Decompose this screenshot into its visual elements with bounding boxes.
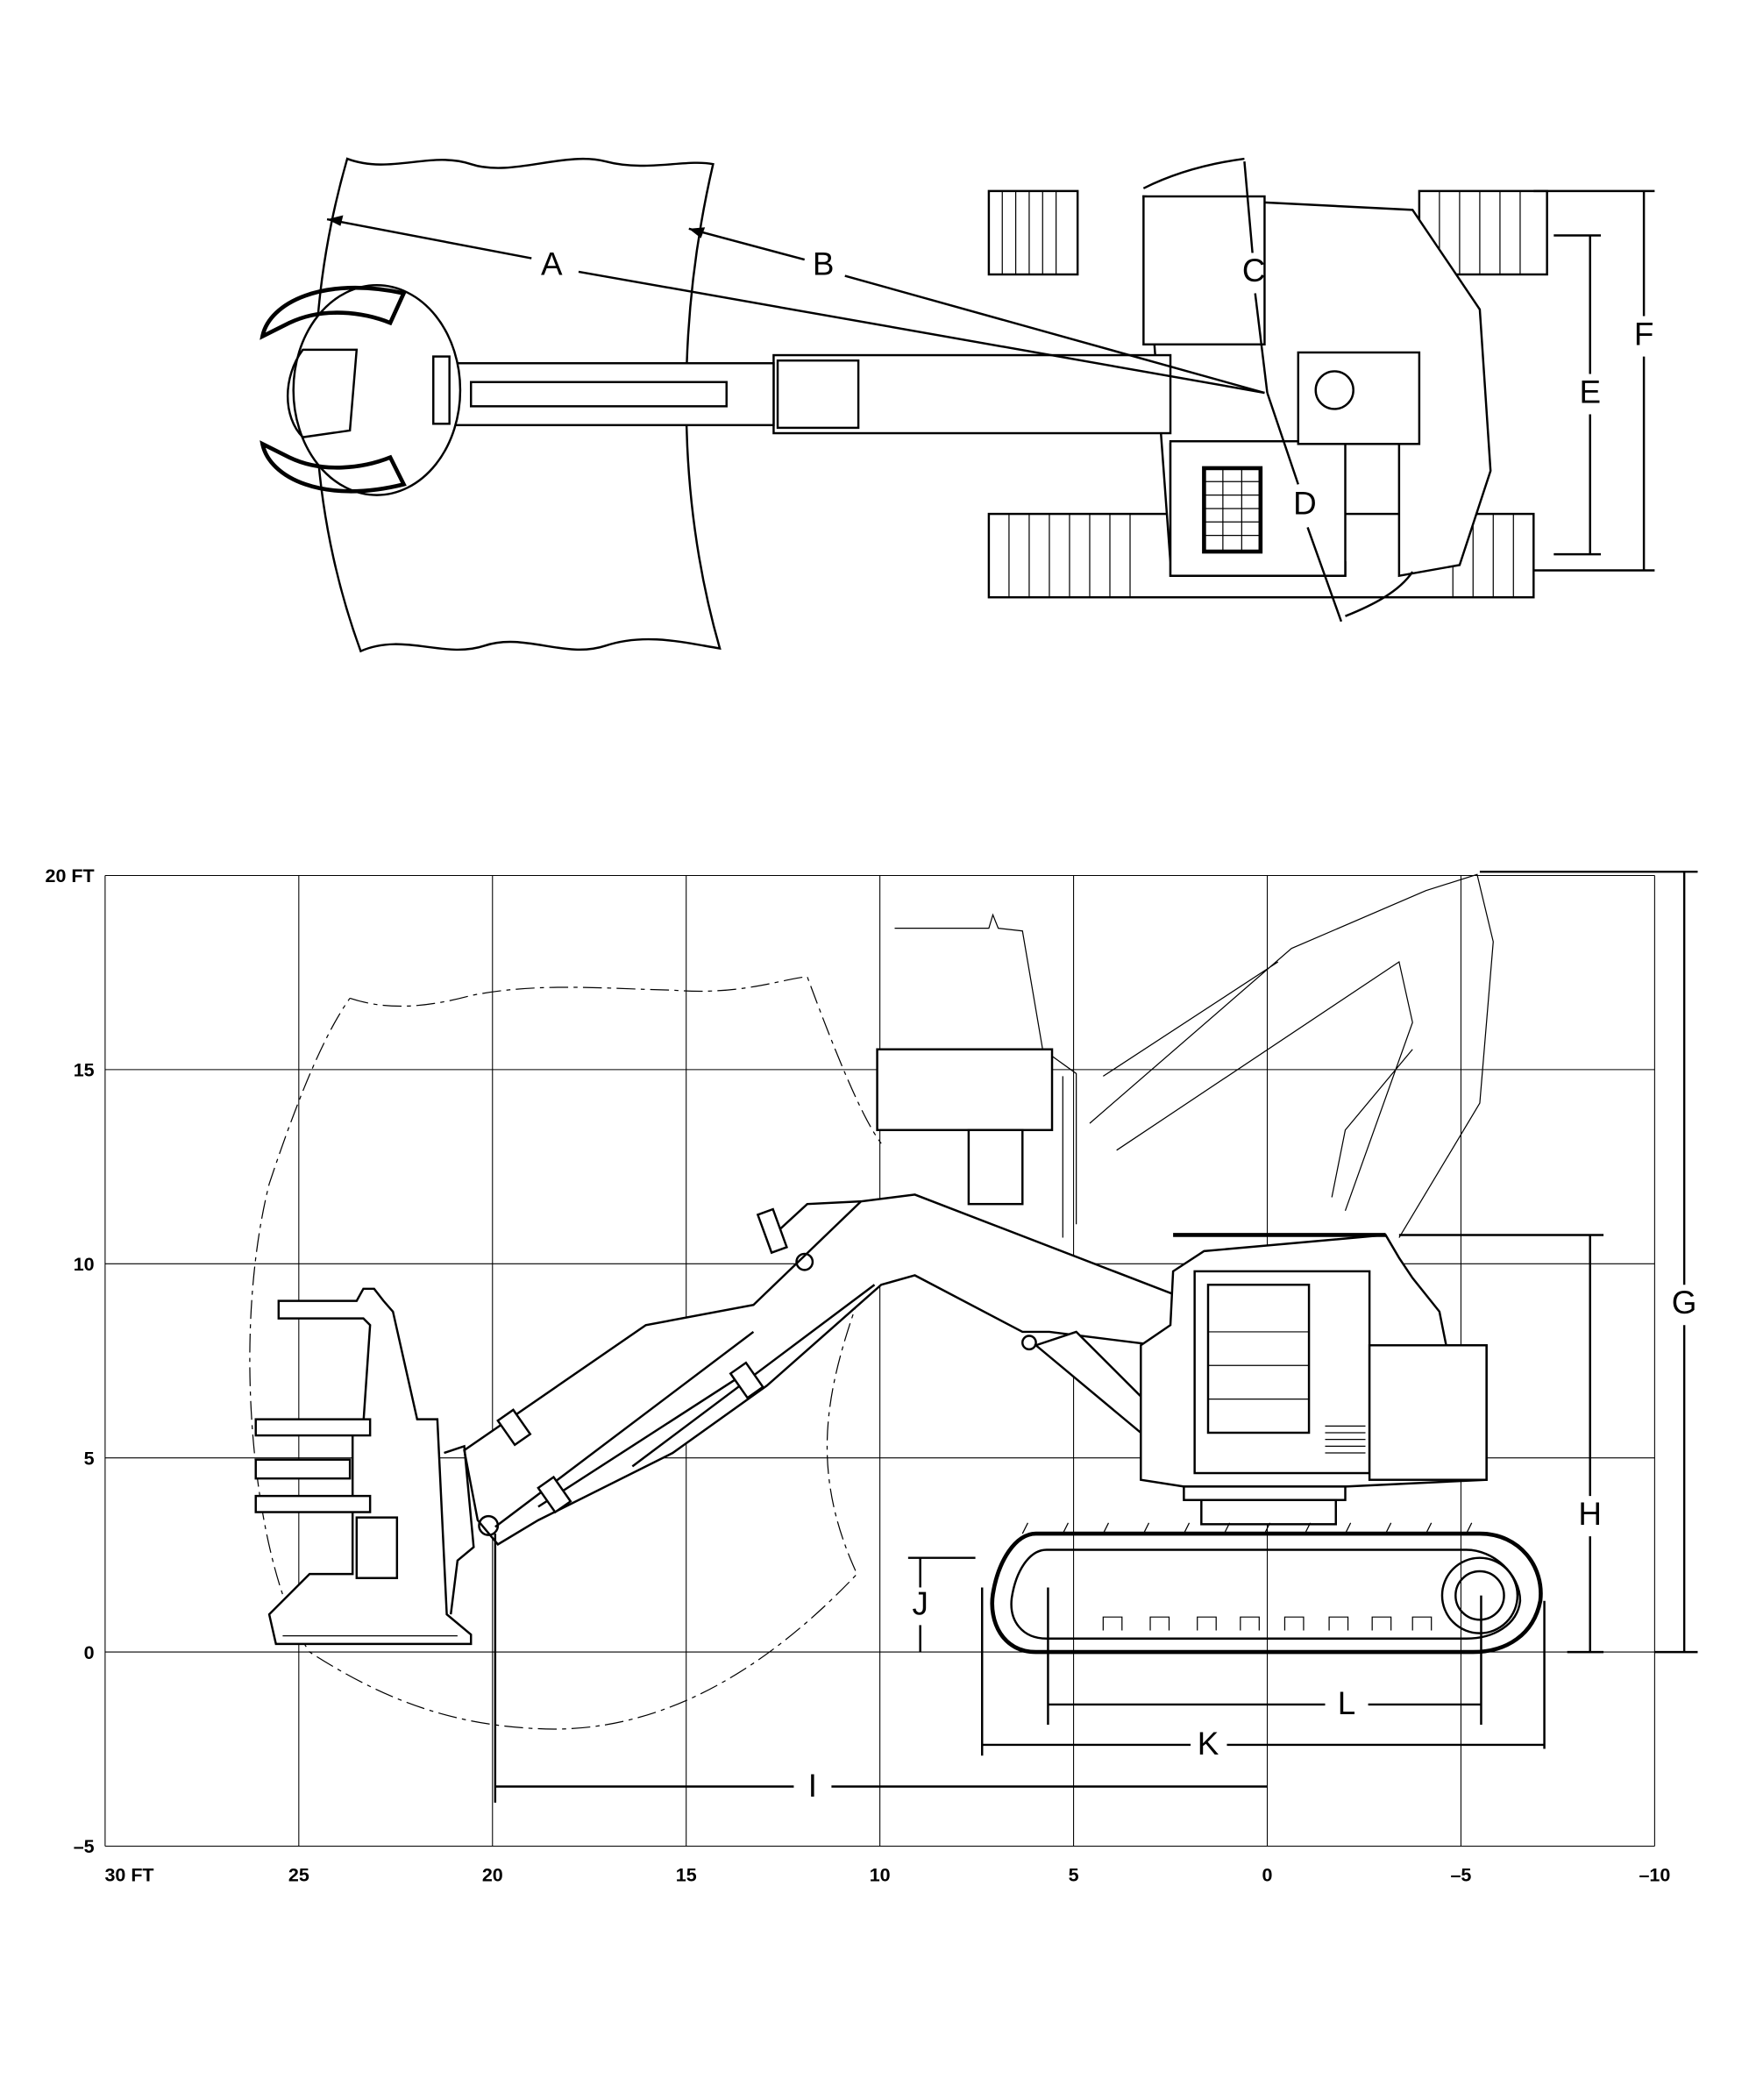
- axis-ticks: 30 FT 25 20 15 10 5 0 –5 –10 20 FT 15 10 5 0 –5: [46, 865, 1671, 1885]
- side-upper-structure: [1140, 1233, 1488, 1526]
- y-tick-label: 15: [74, 1060, 95, 1081]
- y-tick-label: 5: [84, 1448, 95, 1469]
- top-cab: [1142, 195, 1266, 346]
- y-tick-label: 0: [84, 1642, 95, 1663]
- raised-boom-ghost: [876, 873, 1494, 1238]
- dimension-H: H: [1398, 1234, 1604, 1654]
- x-tick-label: 20: [482, 1864, 503, 1885]
- y-tick-label: 10: [74, 1254, 95, 1275]
- dimension-label-A: A: [541, 246, 563, 282]
- side-track: [990, 1522, 1543, 1655]
- x-tick-label: 5: [1069, 1864, 1079, 1885]
- dimension-J: J: [907, 1556, 976, 1653]
- side-reach-envelope: [249, 976, 882, 1730]
- x-tick-label: –10: [1639, 1864, 1670, 1885]
- dimension-label-J: J: [912, 1586, 928, 1622]
- dimension-K: K: [981, 1587, 1546, 1762]
- y-tick-label: –5: [74, 1836, 95, 1857]
- dimension-F: F: [1533, 189, 1655, 572]
- x-tick-label: –5: [1450, 1864, 1471, 1885]
- top-felling-head: [260, 284, 462, 496]
- dimension-label-K: K: [1198, 1726, 1219, 1762]
- dimension-label-I: I: [808, 1768, 817, 1804]
- x-tick-label: 15: [676, 1864, 697, 1885]
- x-tick-label: 10: [870, 1864, 891, 1885]
- side-felling-head: [254, 1287, 475, 1646]
- dimension-label-L: L: [1338, 1685, 1355, 1721]
- top-turntable: [1297, 351, 1421, 445]
- dimension-G: G: [1479, 870, 1698, 1654]
- side-boom: [463, 1193, 1199, 1546]
- top-view: A B C D E F: [260, 157, 1655, 653]
- dimension-E: E: [1553, 234, 1601, 556]
- dimension-label-E: E: [1579, 374, 1601, 409]
- x-tick-label: 0: [1262, 1864, 1273, 1885]
- dimension-label-G: G: [1672, 1285, 1697, 1321]
- dimension-I: I: [494, 1534, 1268, 1804]
- top-radiator-grille: [1202, 466, 1263, 554]
- y-tick-label: 20 FT: [46, 865, 95, 886]
- dimension-label-F: F: [1634, 316, 1654, 352]
- dimension-B: B: [688, 227, 1265, 395]
- dimension-A: A: [326, 215, 1265, 395]
- dimension-C-D: C D: [1142, 157, 1414, 623]
- top-boom: [443, 353, 1172, 435]
- dimension-label-H: H: [1578, 1496, 1602, 1532]
- dimension-label-B: B: [813, 246, 835, 282]
- top-swing-envelope: [314, 157, 722, 653]
- dimension-label-D: D: [1293, 486, 1317, 522]
- x-tick-label: 25: [288, 1864, 309, 1885]
- x-tick-label: 30 FT: [104, 1864, 153, 1885]
- dimension-label-C: C: [1242, 253, 1266, 288]
- side-view: 30 FT 25 20 15 10 5 0 –5 –10 20 FT 15 10 5 0 –5: [46, 865, 1698, 1885]
- dimension-L: L: [1047, 1587, 1482, 1725]
